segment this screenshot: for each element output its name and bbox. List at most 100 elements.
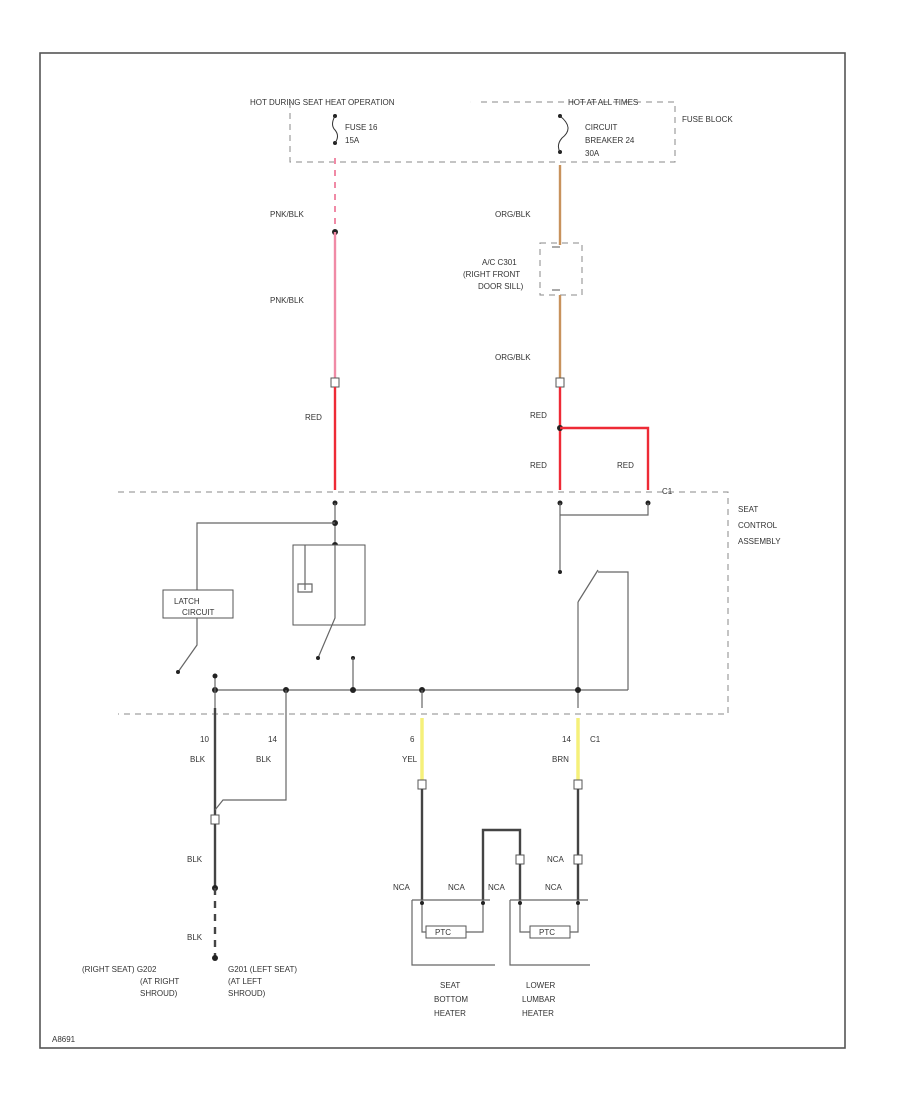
red-label-4: RED — [617, 461, 634, 470]
blk-label-3: BLK — [187, 855, 203, 864]
nca-label-1: NCA — [547, 855, 565, 864]
lumbar-label-3: HEATER — [522, 1009, 554, 1018]
breaker-24-rating: 30A — [585, 149, 600, 158]
diagram-frame — [39, 52, 846, 1049]
diagram-code: A8691 — [52, 1035, 76, 1044]
blk-label-4: BLK — [187, 933, 203, 942]
fuse-block-label: FUSE BLOCK — [682, 115, 733, 124]
bus-splice-3 — [350, 687, 356, 693]
red-label-1: RED — [305, 413, 322, 422]
lumbar-heater-outline — [509, 899, 590, 966]
ground-left-1: G201 (LEFT SEAT) — [228, 965, 297, 974]
lumbar-label-2: LUMBAR — [522, 995, 556, 1004]
breaker-24-name-2: BREAKER 24 — [585, 136, 635, 145]
ground-circuit: BLK BLK BLK BLK (RIGHT SEAT) G202 (AT RI… — [82, 708, 297, 998]
lumbar-leads — [519, 900, 579, 933]
pin-brn: 14 — [562, 735, 571, 744]
nca-label-4: NCA — [488, 883, 506, 892]
seat-control-label-2: CONTROL — [738, 521, 778, 530]
brn-label: BRN — [552, 755, 569, 764]
ground-left-3: SHROUD) — [228, 989, 266, 998]
blk-wire-right — [214, 708, 287, 811]
bottom-pins: 10 14 6 14 C1 — [200, 735, 601, 744]
c301-label-1: A/C C301 — [482, 258, 517, 267]
terminal-bus-left — [212, 673, 218, 679]
fuse-16-rating: 15A — [345, 136, 360, 145]
pnk-blk-label-2: PNK/BLK — [270, 296, 304, 305]
connector-c301-pins — [552, 246, 560, 291]
seat-control-label-1: SEAT — [738, 505, 758, 514]
lumbar-element-label: PTC — [539, 928, 555, 937]
seat-bottom-label-2: BOTTOM — [434, 995, 468, 1004]
red-label-2: RED — [530, 411, 547, 420]
ground-connector — [210, 814, 220, 825]
latch-label-1: LATCH — [174, 597, 200, 606]
pin-blk-right: 14 — [268, 735, 277, 744]
fuse-16-name: FUSE 16 — [345, 123, 378, 132]
latch-feed-wire — [196, 522, 335, 590]
red-wire-branch — [560, 426, 650, 490]
seat-control-label-3: ASSEMBLY — [738, 537, 781, 546]
heater-jumper — [481, 828, 522, 900]
blk-label-1: BLK — [190, 755, 206, 764]
brn-connector — [573, 779, 583, 790]
relay-coil — [297, 545, 313, 593]
nca-label-2: NCA — [393, 883, 411, 892]
bus-splice-5 — [575, 687, 581, 693]
latch-label-2: CIRCUIT — [182, 608, 215, 617]
hot-right-label: HOT AT ALL TIMES — [568, 98, 638, 107]
c301-label-2: (RIGHT FRONT — [463, 270, 520, 279]
connector-c301-box — [539, 242, 583, 296]
ground-left-2: (AT LEFT — [228, 977, 262, 986]
red-label-3: RED — [530, 461, 547, 470]
right-feed-circuit: ORG/BLK A/C C301 (RIGHT FRONT DOOR SILL)… — [463, 165, 650, 490]
heater-circuits: YEL BRN NCA NCA NCA NCA NCA PTC SEAT BOT… — [393, 718, 590, 1018]
nca-label-3: NCA — [448, 883, 466, 892]
lumbar-pin-2 — [576, 901, 580, 905]
relay-contact — [316, 656, 320, 660]
right-switch-blade — [577, 569, 599, 603]
seat-control-assembly: SEAT CONTROL ASSEMBLY C1 LATCH CIRCUIT — [118, 487, 781, 715]
latch-switch-contact — [176, 670, 180, 674]
fuse-block: HOT DURING SEAT HEAT OPERATION HOT AT AL… — [250, 98, 733, 163]
branch-return-wire — [560, 503, 649, 516]
org-blk-label-1: ORG/BLK — [495, 210, 531, 219]
seat-bottom-label-1: SEAT — [440, 981, 460, 990]
seat-bottom-pin-1 — [420, 901, 424, 905]
blk-label-2: BLK — [256, 755, 272, 764]
lumbar-label-1: LOWER — [526, 981, 556, 990]
lumbar-pin-1 — [518, 901, 522, 905]
left-feed-circuit: PNK/BLK PNK/BLK RED — [270, 158, 340, 490]
ground-point — [212, 955, 218, 961]
bus-drops — [214, 676, 423, 708]
breaker-24-name: CIRCUIT — [585, 123, 618, 132]
jumper-connector — [515, 854, 525, 865]
yel-connector — [417, 779, 427, 790]
relay-box — [292, 544, 366, 626]
pin-yel: 6 — [410, 735, 415, 744]
right-switch-wire — [598, 571, 629, 690]
connector-c1-label: C1 — [662, 487, 673, 496]
nca-label-5: NCA — [545, 883, 563, 892]
latch-switch — [177, 618, 198, 673]
ground-right-3: SHROUD) — [140, 989, 178, 998]
ground-right-2: (AT RIGHT — [140, 977, 179, 986]
seat-bottom-heater-outline — [411, 899, 495, 966]
breaker-24-symbol — [557, 115, 569, 153]
relay-contact-wire — [317, 545, 336, 659]
hot-left-label: HOT DURING SEAT HEAT OPERATION — [250, 98, 395, 107]
c301-label-3: DOOR SILL) — [478, 282, 524, 291]
pin-c1: C1 — [590, 735, 601, 744]
latch-circuit-box — [162, 589, 234, 619]
org-blk-label-2: ORG/BLK — [495, 353, 531, 362]
pin-blk-left: 10 — [200, 735, 209, 744]
nca-connector-right — [573, 854, 583, 865]
pnk-blk-label-1: PNK/BLK — [270, 210, 304, 219]
fuse-16-symbol — [332, 115, 338, 144]
right-connector-upper — [555, 377, 565, 388]
yel-label: YEL — [402, 755, 418, 764]
seat-bottom-element-label: PTC — [435, 928, 451, 937]
right-switch-contact — [558, 570, 562, 574]
seat-bottom-label-3: HEATER — [434, 1009, 466, 1018]
